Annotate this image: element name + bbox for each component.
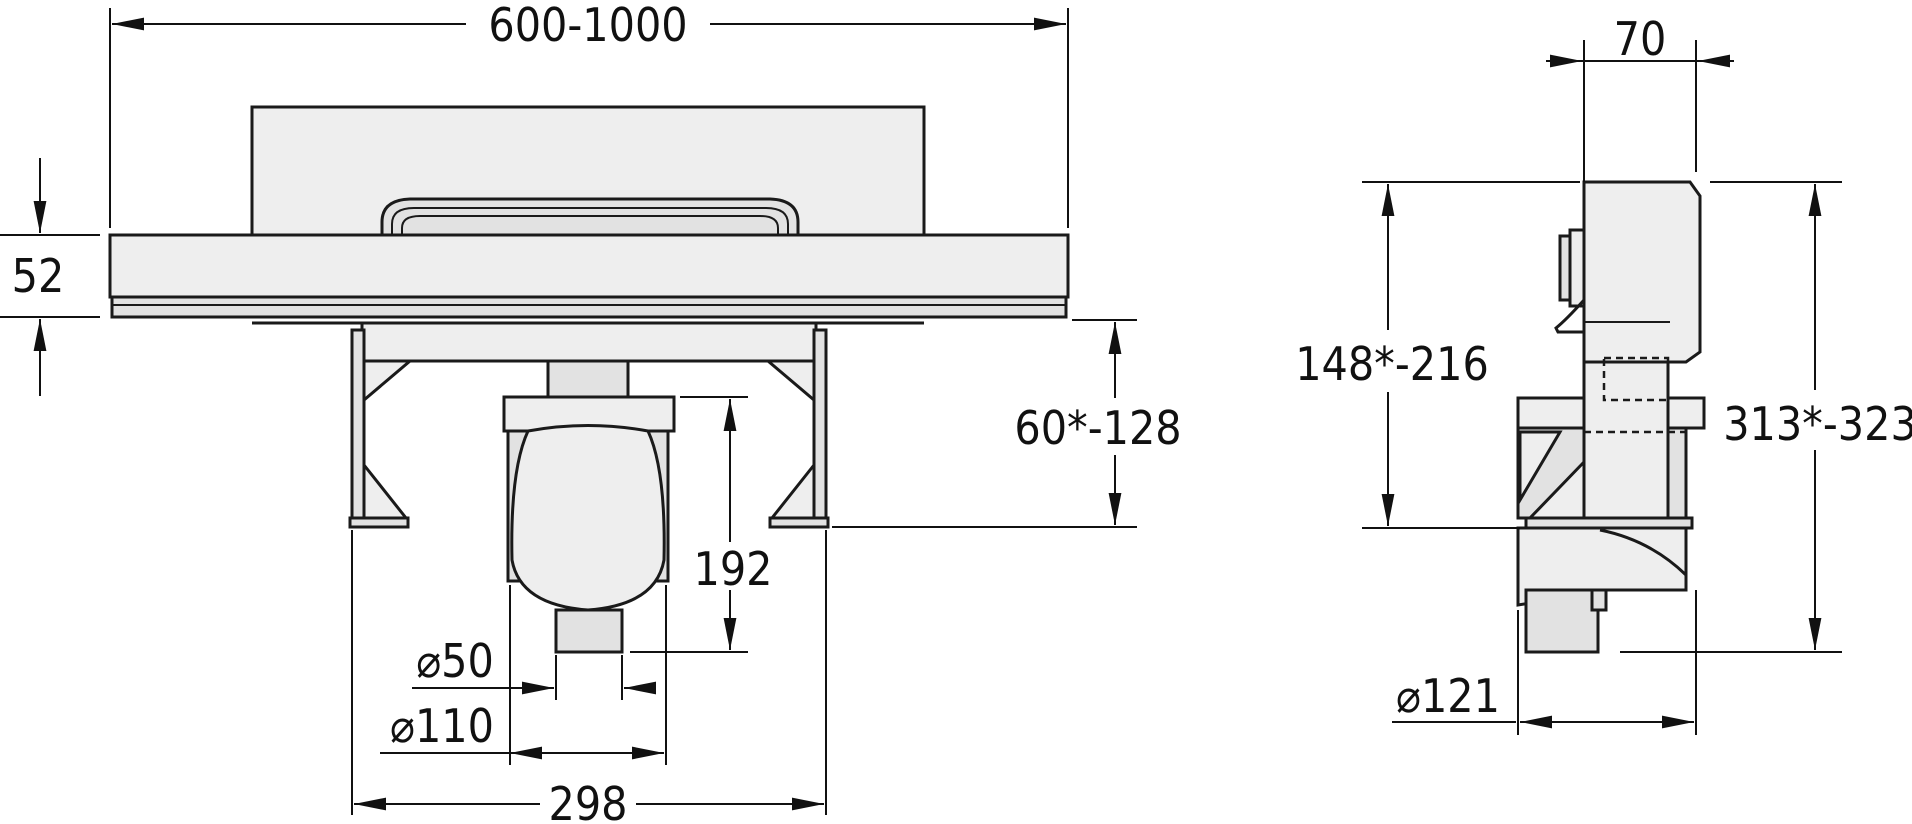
- front-view: 600-1000 52 60*-128 192 ⌀50 ⌀110 298: [0, 0, 1182, 824]
- frame-right-foot: [768, 516, 830, 529]
- cover-handle-inner: [391, 207, 789, 235]
- side-handle-back: [1568, 228, 1586, 308]
- side-trap-lower: [1524, 588, 1600, 654]
- frame-width-label: 298: [549, 777, 628, 824]
- pipe-small-label: ⌀50: [416, 634, 494, 688]
- side-pipe-label: ⌀121: [1396, 669, 1500, 723]
- trap-height-label: 192: [694, 542, 773, 596]
- side-trap-stub: [1590, 588, 1608, 612]
- drain-channel: [108, 233, 1070, 299]
- side-hidden-edge: [1602, 356, 1670, 402]
- side-upper-body: [1582, 180, 1702, 364]
- frame-left-leg: [350, 328, 366, 524]
- frame-height-label: 52: [12, 249, 65, 303]
- frame-right-brace: [763, 359, 816, 404]
- trap-bowl: [510, 424, 666, 612]
- outlet-height-label: 60*-128: [1014, 401, 1181, 455]
- side-depth-label: 70: [1614, 12, 1667, 66]
- drain-channel-flange: [110, 295, 1068, 319]
- frame-right-foot-brace: [768, 460, 816, 520]
- side-brace: [1518, 430, 1563, 506]
- side-clip: [1554, 298, 1586, 334]
- side-total-height-label: 313*-323: [1723, 397, 1912, 451]
- frame-left-foot-brace: [362, 460, 410, 520]
- side-center-block: [1582, 360, 1670, 520]
- width-label: 600-1000: [488, 0, 687, 52]
- pipe-large-label: ⌀110: [390, 699, 494, 753]
- side-inner-height-label: 148*-216: [1295, 337, 1489, 391]
- trap-neck: [546, 359, 630, 399]
- frame-right-leg: [812, 328, 828, 524]
- frame-left-brace: [362, 359, 415, 404]
- side-view: 70 148*-216 313*-323 ⌀121: [1295, 12, 1912, 735]
- frame-top-bar: [360, 321, 818, 363]
- trap-outlet-pipe: [554, 608, 624, 654]
- frame-left-foot: [348, 516, 410, 529]
- cover-handle-inner2: [401, 215, 779, 235]
